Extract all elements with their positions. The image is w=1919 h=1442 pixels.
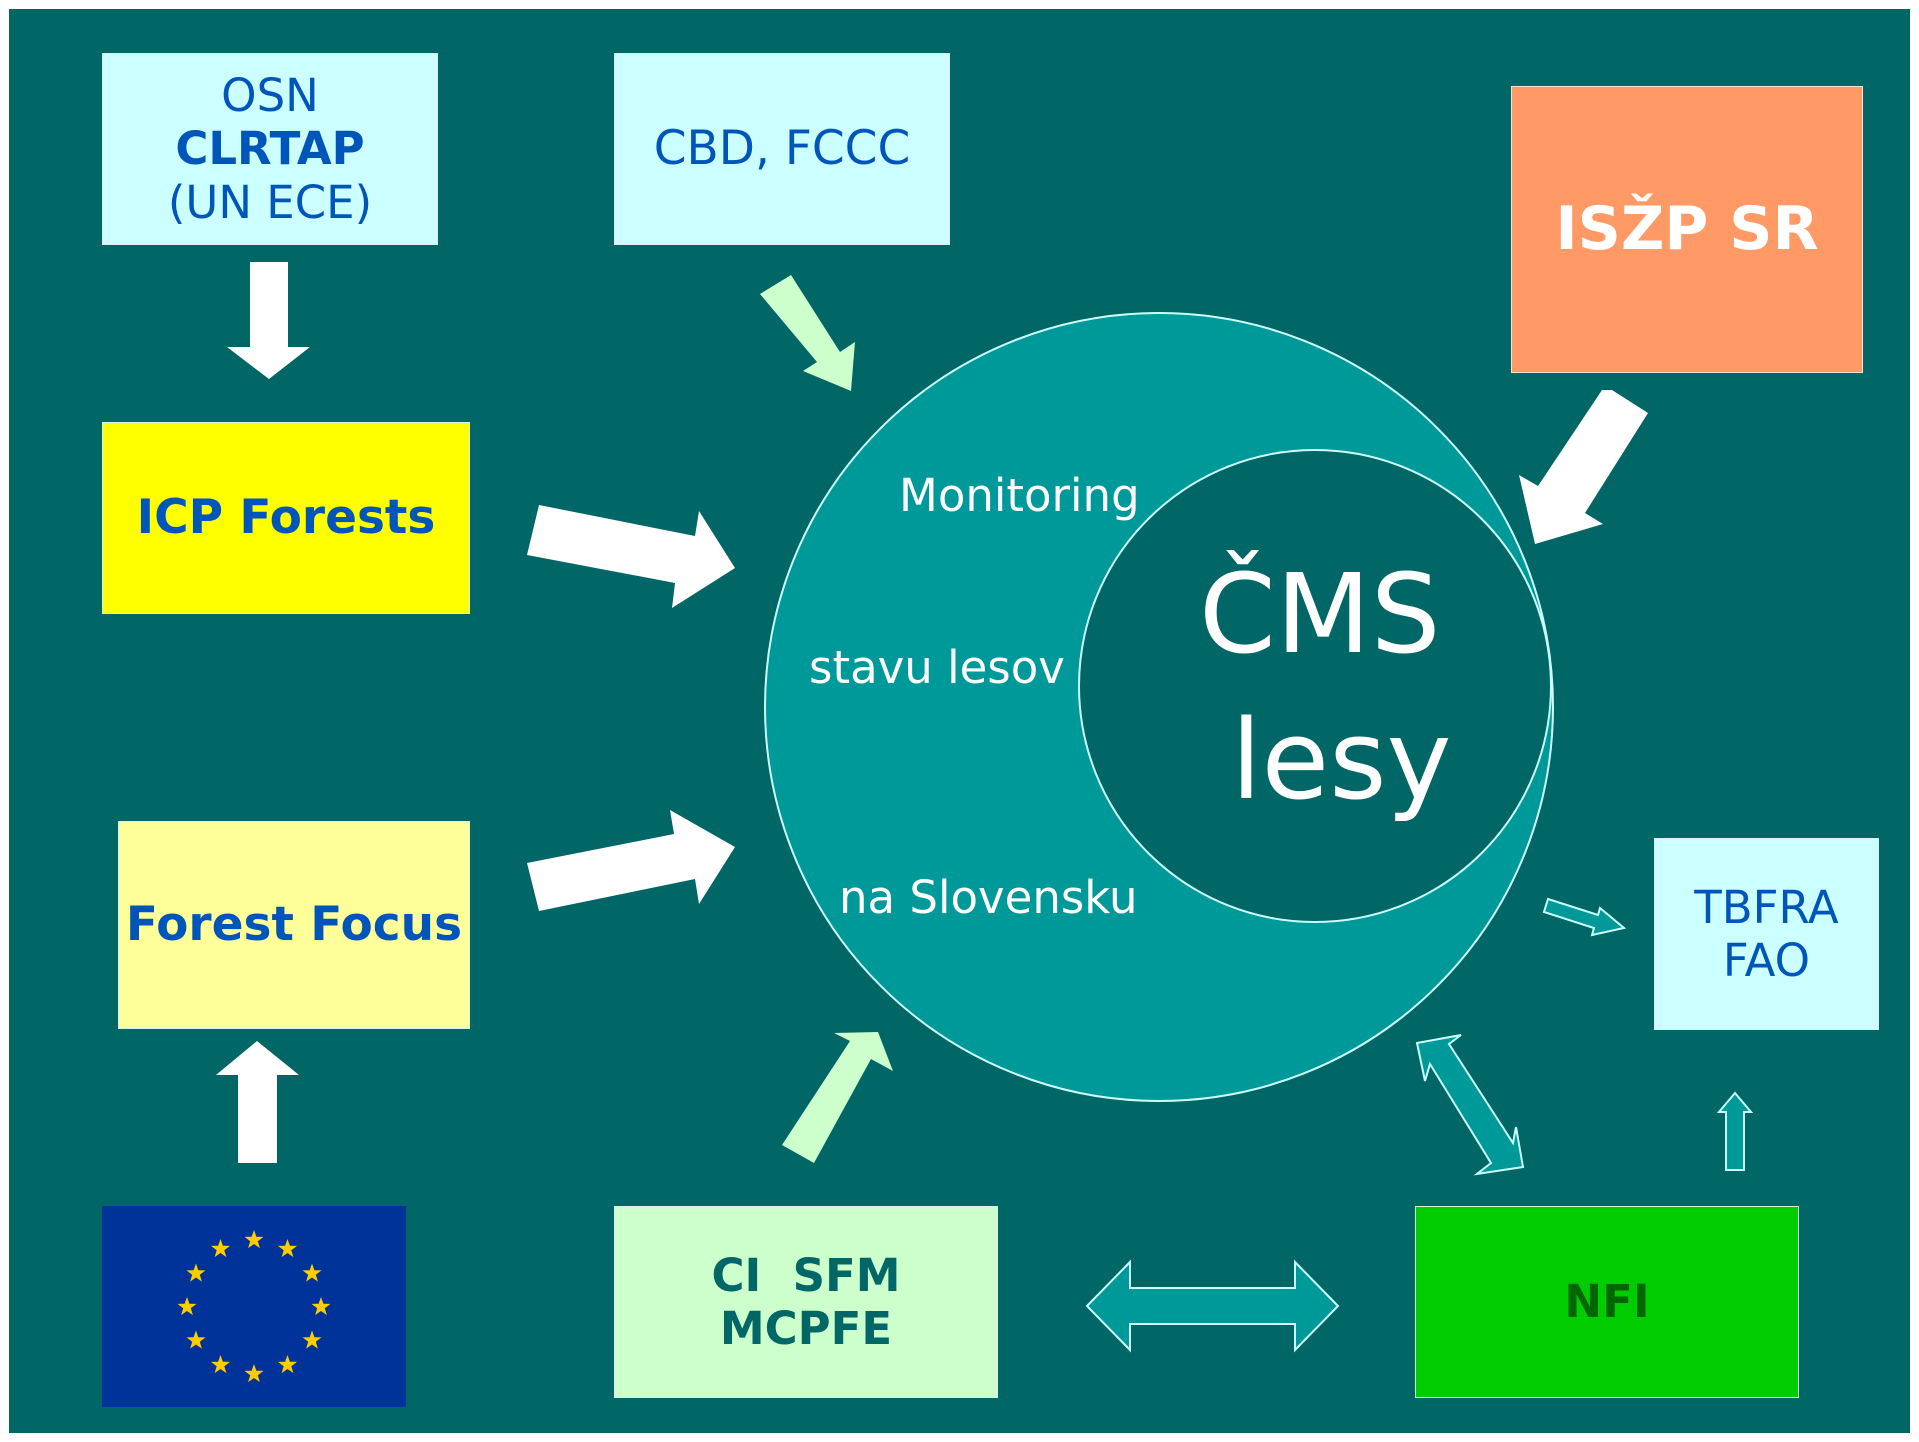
eu-star-icon — [278, 1239, 297, 1258]
ci-sfm-mcpfe-box: CI SFM MCPFE — [614, 1206, 998, 1398]
eu-star-icon — [278, 1355, 297, 1374]
eu-star-icon — [186, 1263, 206, 1282]
arrow-center-to-tbfra — [1542, 897, 1627, 937]
arrow-iszp-to-center — [1519, 390, 1648, 544]
fao-label: FAO — [1722, 934, 1811, 987]
iszp-sr-box: ISŽP SR — [1511, 86, 1863, 373]
eu-star-icon — [244, 1364, 264, 1383]
eu-star-icon — [302, 1263, 322, 1282]
arrow-icp-to-center — [527, 505, 735, 608]
cms-lesy-circle — [1078, 449, 1552, 923]
forest-focus-box: Forest Focus — [118, 821, 470, 1029]
mcpfe-label: MCPFE — [719, 1302, 893, 1355]
icp-forests-box: ICP Forests — [102, 422, 470, 614]
eu-star-icon — [302, 1330, 322, 1349]
cbd-fccc-label: CBD, FCCC — [653, 121, 911, 177]
eu-flag — [102, 1206, 406, 1407]
arrow-cbd-to-center — [760, 275, 855, 391]
tbfra-label: TBFRA — [1694, 880, 1839, 934]
arrow-forestfocus-to-center — [527, 810, 735, 911]
eu-star-icon — [211, 1239, 230, 1258]
arrow-eu-to-forestfocus — [216, 1041, 299, 1163]
eu-star-icon — [211, 1355, 230, 1374]
ci-sfm-label: CI SFM — [711, 1248, 901, 1302]
cbd-fccc-box: CBD, FCCC — [614, 53, 950, 245]
monitoring-label: Monitoring — [899, 469, 1140, 522]
osn-clrtap-box: OSN CLRTAP (UN ECE) — [102, 53, 438, 245]
eu-star-icon — [311, 1297, 331, 1316]
eu-star-icon — [244, 1230, 264, 1249]
arrow-ci-sfm-to-center — [782, 1032, 893, 1163]
forest-focus-label: Forest Focus — [125, 897, 463, 953]
eu-star-ring — [177, 1230, 331, 1383]
arrow-ci-sfm-nfi — [1085, 1259, 1340, 1353]
osn-label: OSN — [221, 69, 319, 123]
stavu-lesov-label: stavu lesov — [809, 641, 1065, 694]
clrtap-label: CLRTAP — [175, 122, 365, 176]
iszp-sr-label: ISŽP SR — [1555, 194, 1819, 265]
diagram-canvas — [216, 262, 1754, 1353]
nfi-box: NFI — [1415, 1206, 1799, 1398]
cms-label: ČMS — [1199, 550, 1441, 678]
arrow-nfi-to-tbfra — [1716, 1091, 1754, 1171]
eu-star-icon — [177, 1297, 197, 1316]
arrow-clrtap-to-icp — [227, 262, 310, 379]
icp-forests-label: ICP Forests — [136, 490, 436, 546]
arrow-center-nfi — [1415, 1034, 1525, 1176]
tbfra-fao-box: TBFRA FAO — [1654, 838, 1879, 1030]
lesy-label: lesy — [1231, 696, 1452, 824]
na-slovensku-label: na Slovensku — [839, 871, 1138, 924]
eu-star-icon — [186, 1330, 206, 1349]
un-ece-label: (UN ECE) — [167, 175, 373, 229]
slide: OSN CLRTAP (UN ECE) CBD, FCCC ISŽP SR IC… — [9, 9, 1910, 1433]
nfi-label: NFI — [1564, 1275, 1650, 1329]
